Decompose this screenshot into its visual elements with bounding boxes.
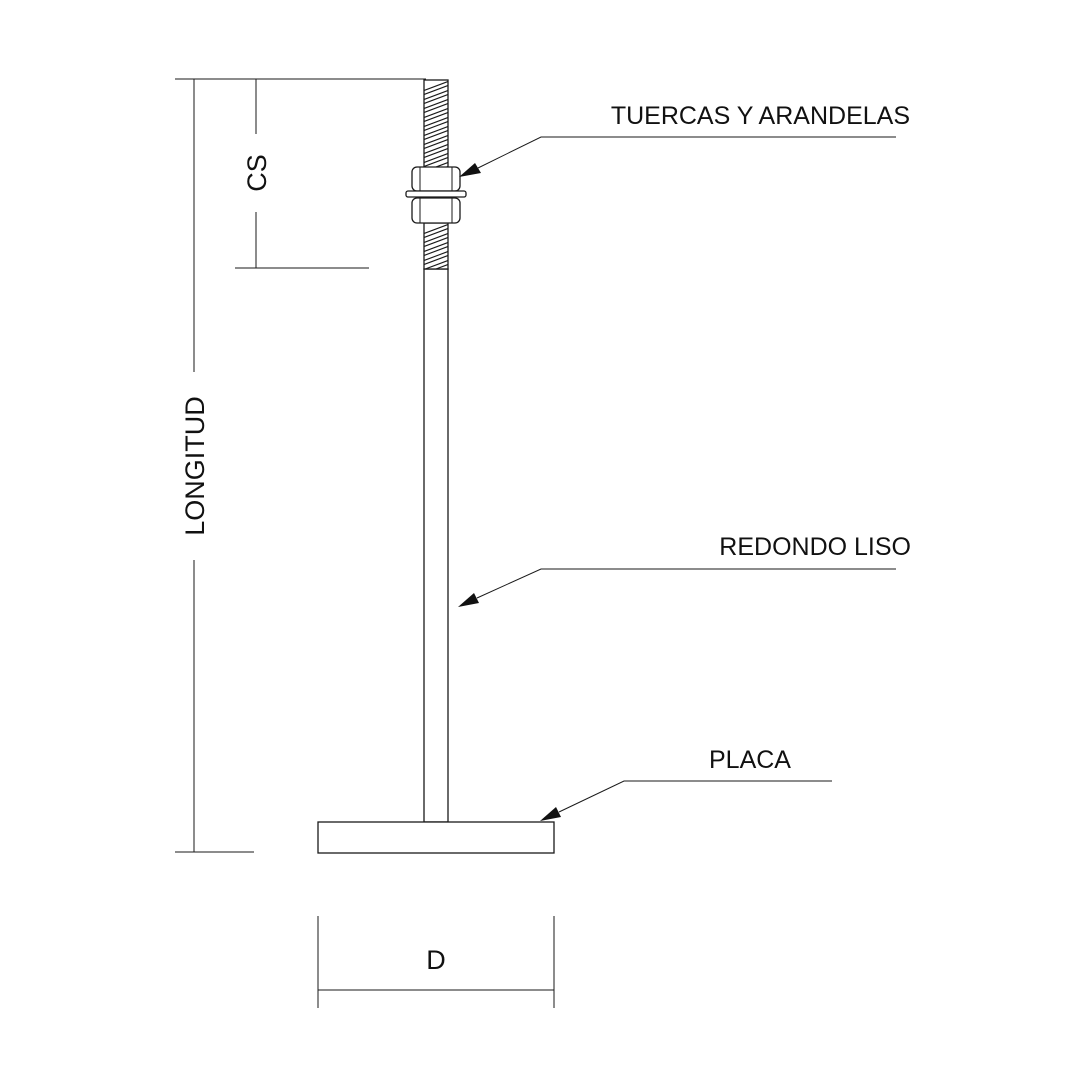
washer: [405, 190, 467, 198]
diameter-label: D: [426, 945, 446, 975]
length-label: LONGITUD: [180, 396, 210, 536]
nuts-washers-leader: TUERCAS Y ARANDELAS: [459, 102, 910, 177]
upper-nut: [411, 166, 461, 192]
diameter-dimension: D: [317, 916, 555, 1008]
plain-round-label: REDONDO LISO: [719, 533, 911, 561]
length-dimension: LONGITUD: [175, 78, 426, 853]
nuts-washers-arrowhead: [459, 163, 481, 177]
nuts-and-washers: [405, 166, 467, 224]
threaded-section-lower: [423, 222, 449, 270]
plate-arrowhead: [540, 807, 561, 821]
plain-round-shaft: [423, 268, 449, 823]
plate-leader: PLACA: [540, 746, 832, 821]
lower-nut: [411, 197, 461, 224]
plain-round-leader: REDONDO LISO: [458, 533, 911, 607]
plate-label: PLACA: [709, 746, 791, 774]
thread-length-dimension: CS: [235, 79, 369, 269]
plain-round-arrowhead: [458, 593, 479, 607]
nuts-washers-label: TUERCAS Y ARANDELAS: [611, 102, 910, 130]
base-plate: [317, 821, 555, 854]
thread-length-label: CS: [242, 154, 272, 192]
